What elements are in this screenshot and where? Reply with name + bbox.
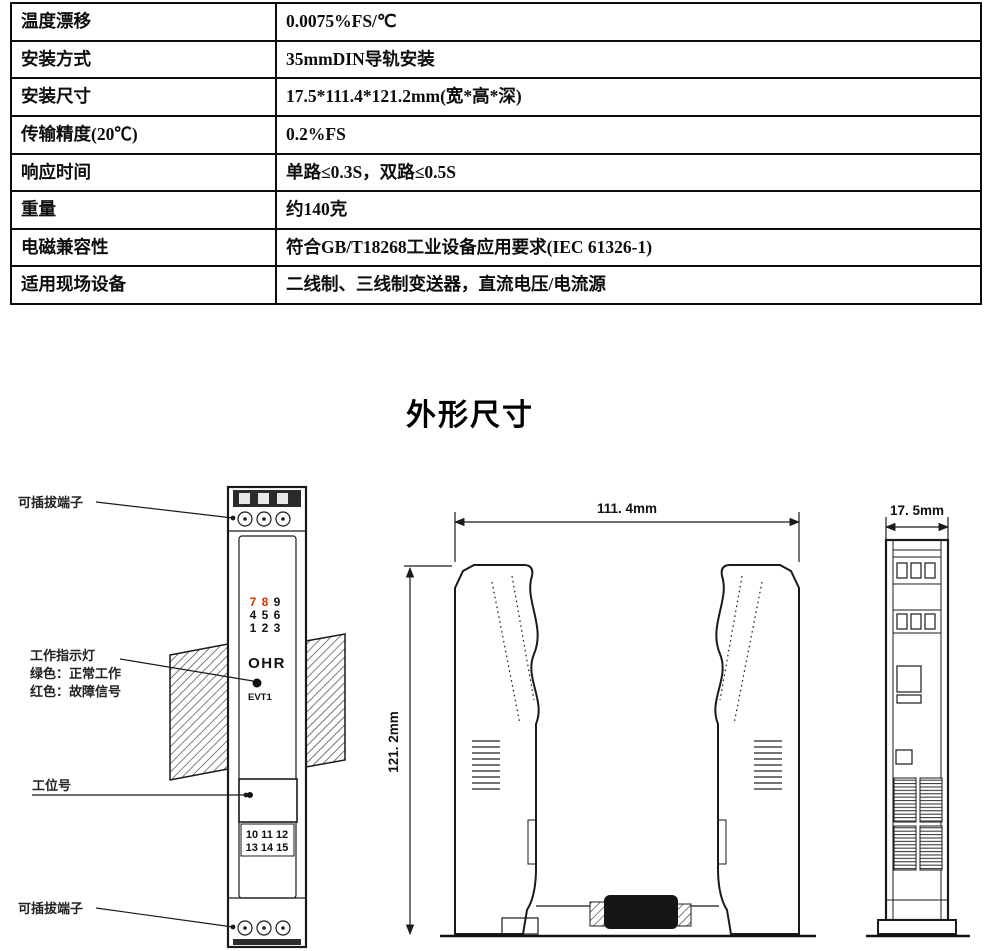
spec-row: 传输精度(20℃) 0.2%FS bbox=[10, 114, 982, 155]
terminal-sections bbox=[893, 562, 941, 634]
annotations: 可插拔端子 工作指示灯 绿色：正常工作 红色：故障信号 工位号 可插拔端子 bbox=[18, 495, 254, 930]
spec-label: 响应时间 bbox=[10, 152, 277, 193]
status-led bbox=[252, 678, 262, 688]
vent-slots bbox=[472, 736, 500, 794]
terminal-screw bbox=[237, 511, 253, 527]
terminal-number-grid: 7 8 9 4 5 6 1 2 3 bbox=[250, 595, 281, 635]
end-view-drawing: 17. 5mm bbox=[866, 503, 970, 938]
label-top-terminal: 可插拔端子 bbox=[18, 495, 83, 510]
label-indicator-2: 绿色：正常工作 bbox=[30, 666, 121, 681]
label-station: 工位号 bbox=[32, 778, 71, 793]
terminal-screw bbox=[275, 511, 291, 527]
spec-value: 二线制、三线制变送器，直流电压/电流源 bbox=[275, 265, 982, 305]
bottom-terminal-block bbox=[228, 897, 306, 945]
dimension-width: 111. 4mm bbox=[453, 501, 801, 562]
terminal-digit: 6 bbox=[274, 608, 281, 622]
module-outline bbox=[226, 485, 308, 949]
latch bbox=[896, 665, 922, 693]
terminal-digit: 4 bbox=[250, 608, 257, 622]
terminal-digit: 3 bbox=[274, 621, 281, 635]
spec-label: 传输精度(20℃) bbox=[10, 114, 277, 155]
terminal-digit: 7 bbox=[250, 595, 257, 609]
spec-value: 17.5*111.4*121.2mm(宽*高*深) bbox=[275, 77, 982, 117]
terminal-screw bbox=[275, 920, 291, 936]
label-bottom-terminal: 可插拔端子 bbox=[18, 901, 83, 916]
dimension-drawings: 7 8 9 4 5 6 1 2 3 OHR EVT1 10 11 12 13 1… bbox=[18, 485, 970, 949]
depth-dimension-label: 17. 5mm bbox=[890, 503, 944, 518]
spec-value: 约140克 bbox=[275, 190, 982, 230]
din-clip bbox=[604, 895, 678, 929]
terminal-digit: 8 bbox=[262, 595, 269, 609]
side-view-drawing: 111. 4mm 121. 2mm bbox=[386, 501, 816, 938]
spec-label: 温度漂移 bbox=[10, 2, 277, 42]
dimension-depth: 17. 5mm bbox=[884, 503, 950, 540]
spec-value: 符合GB/T18268工业设备应用要求(IEC 61326-1) bbox=[275, 227, 982, 268]
spec-label: 安装尺寸 bbox=[10, 77, 277, 117]
spec-row: 重量 约140克 bbox=[10, 190, 982, 230]
dimension-height: 121. 2mm bbox=[386, 565, 452, 936]
spec-value: 单路≤0.3S，双路≤0.5S bbox=[275, 152, 982, 193]
terminal-digit: 9 bbox=[274, 595, 281, 609]
label-indicator-3: 红色：故障信号 bbox=[30, 684, 121, 699]
front-view-drawing: 7 8 9 4 5 6 1 2 3 OHR EVT1 10 11 12 13 1… bbox=[18, 485, 346, 949]
base-foot bbox=[877, 919, 957, 935]
spec-row: 安装方式 35mmDIN导轨安装 bbox=[10, 39, 982, 80]
spec-label: 重量 bbox=[10, 190, 277, 230]
terminal-digit: 5 bbox=[262, 608, 269, 622]
fin-blocks bbox=[893, 777, 943, 871]
spec-value: 0.0075%FS/℃ bbox=[275, 2, 982, 42]
terminal-screw bbox=[256, 511, 272, 527]
spec-row: 电磁兼容性 符合GB/T18268工业设备应用要求(IEC 61326-1) bbox=[10, 227, 982, 268]
spec-row: 温度漂移 0.0075%FS/℃ bbox=[10, 2, 982, 42]
bottom-number-box bbox=[240, 823, 295, 857]
clip-hatch bbox=[676, 903, 692, 927]
spec-table: 温度漂移 0.0075%FS/℃ 安装方式 35mmDIN导轨安装 安装尺寸 1… bbox=[10, 2, 982, 305]
terminal-digit: 2 bbox=[262, 621, 269, 635]
height-dimension-label: 121. 2mm bbox=[386, 711, 401, 773]
spec-row: 响应时间 单路≤0.3S，双路≤0.5S bbox=[10, 152, 982, 193]
led-label: EVT1 bbox=[248, 692, 272, 703]
terminal-screw bbox=[237, 920, 253, 936]
spec-label: 适用现场设备 bbox=[10, 265, 277, 305]
spec-value: 0.2%FS bbox=[275, 114, 982, 155]
brand-text: OHR bbox=[248, 655, 286, 672]
section-title: 外形尺寸 bbox=[406, 399, 534, 432]
bottom-terminal-numbers: 13 14 15 bbox=[246, 842, 289, 854]
spec-value: 35mmDIN导轨安装 bbox=[275, 39, 982, 80]
bottom-terminal-numbers: 10 11 12 bbox=[246, 829, 288, 841]
width-dimension-label: 111. 4mm bbox=[597, 501, 657, 516]
vent-slots bbox=[754, 736, 782, 794]
spec-row: 安装尺寸 17.5*111.4*121.2mm(宽*高*深) bbox=[10, 77, 982, 117]
station-window bbox=[238, 778, 298, 823]
spec-label: 电磁兼容性 bbox=[10, 227, 277, 268]
label-indicator-1: 工作指示灯 bbox=[30, 648, 95, 663]
spec-label: 安装方式 bbox=[10, 39, 277, 80]
top-terminal-block bbox=[228, 490, 306, 532]
terminal-screw bbox=[256, 920, 272, 936]
terminal-digit: 1 bbox=[250, 621, 257, 635]
spec-row: 适用现场设备 二线制、三线制变送器，直流电压/电流源 bbox=[10, 265, 982, 305]
